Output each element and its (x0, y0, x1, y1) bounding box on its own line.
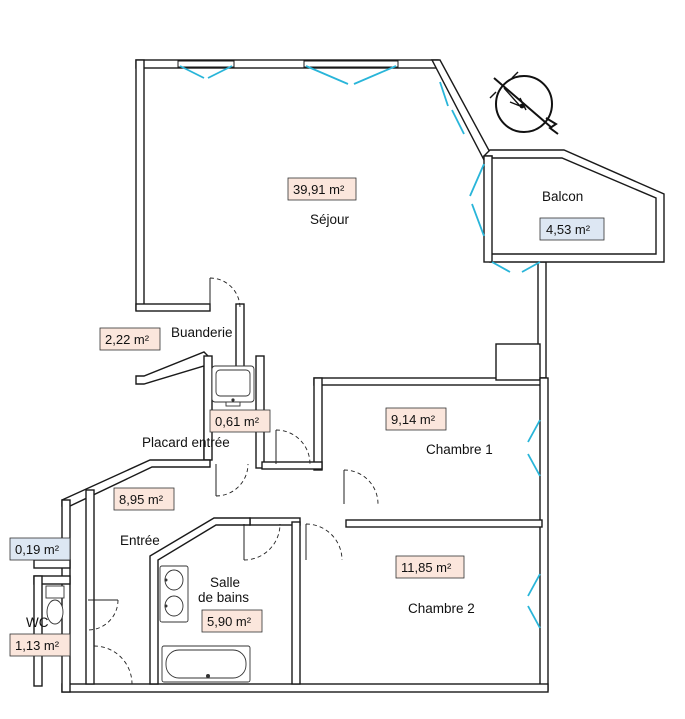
balcony-left-wall (483, 155, 493, 263)
room-name-chambre1: Chambre 1 (426, 442, 493, 457)
wall-sejour-bottom-left (135, 303, 211, 312)
window-chambre1 (527, 419, 541, 477)
wall-corridor-top-right (261, 461, 323, 470)
window-balcony-bottom (491, 261, 541, 273)
room-name-sdb-line2: de bains (198, 590, 249, 605)
room-name-sejour: Séjour (310, 212, 350, 227)
wall-chambre-partition (345, 519, 543, 528)
svg-text:39,91 m²: 39,91 m² (293, 182, 345, 197)
area-box-wc: 1,13 m² (9, 633, 71, 657)
door-entrance (93, 645, 133, 685)
window-chambre2 (527, 573, 541, 629)
svg-text:0,61 m²: 0,61 m² (215, 414, 260, 429)
window-sejour-diagonal (439, 81, 465, 135)
area-box-chambre2: 11,85 m² (395, 555, 465, 579)
double-sink-icon (159, 565, 189, 623)
north-arrow-icon (489, 71, 559, 135)
svg-text:5,90 m²: 5,90 m² (207, 614, 252, 629)
svg-text:11,85 m²: 11,85 m² (401, 560, 452, 575)
wall-right-exterior (539, 377, 549, 691)
room-name-entree: Entrée (120, 533, 160, 548)
door-chambre2 (305, 523, 343, 561)
room-name-wc: WC (26, 615, 49, 630)
doors (87, 277, 379, 685)
window-sejour-balcony (469, 163, 485, 237)
balcony-outline (482, 149, 665, 263)
area-box-placard: 0,61 m² (209, 409, 271, 433)
area-box-chambre1: 9,14 m² (385, 407, 447, 431)
area-labels: 39,91 m² 4,53 m² 2,22 m² 0,61 m² 9,14 m²… (9, 177, 605, 657)
window-sejour-top-2 (303, 60, 399, 85)
toilet-icon (45, 585, 65, 625)
wall-sdb-diagonal (149, 517, 251, 685)
svg-text:9,14 m²: 9,14 m² (391, 412, 436, 427)
area-box-sejour: 39,91 m² (287, 177, 357, 201)
window-sejour-top-1 (177, 60, 235, 79)
wall-wc-left (33, 575, 43, 687)
outer-walls (61, 59, 549, 693)
area-box-balcon: 4,53 m² (539, 217, 605, 241)
wall-sejour-left (135, 59, 145, 311)
door-wc (87, 599, 119, 631)
windows (177, 60, 541, 629)
wall-entree-inner (85, 489, 95, 685)
door-placard (215, 463, 249, 497)
door-buanderie (209, 277, 241, 309)
room-name-balcon: Balcon (542, 189, 583, 204)
bathtub-icon (161, 645, 251, 683)
wall-sejour-diagonal (430, 59, 493, 161)
room-name-buanderie: Buanderie (171, 325, 233, 340)
balcony (482, 149, 665, 263)
svg-text:4,53 m²: 4,53 m² (546, 222, 591, 237)
area-box-entree: 8,95 m² (113, 487, 175, 511)
door-corridor-right (343, 469, 379, 505)
svg-text:1,13 m²: 1,13 m² (15, 638, 60, 653)
door-chambre1 (275, 429, 311, 465)
svg-text:8,95 m²: 8,95 m² (119, 492, 164, 507)
room-name-sdb-line1: Salle (210, 575, 240, 590)
room-name-placard: Placard entrée (142, 435, 230, 450)
door-sdb (243, 523, 281, 561)
svg-text:2,22 m²: 2,22 m² (105, 332, 150, 347)
wall-gaine (33, 559, 71, 569)
area-box-sdb: 5,90 m² (201, 609, 263, 633)
area-box-gaine: 0,19 m² (9, 537, 71, 561)
area-box-buanderie: 2,22 m² (99, 327, 161, 351)
wall-closet (495, 343, 541, 381)
fixtures (45, 365, 255, 683)
room-name-chambre2: Chambre 2 (408, 601, 475, 616)
wall-chambre1-left (313, 377, 323, 471)
sink-icon (211, 365, 255, 407)
wall-sdb-right (291, 521, 301, 685)
wall-bottom-exterior (61, 683, 549, 693)
room-labels: Séjour Balcon Buanderie Placard entrée C… (26, 189, 583, 630)
svg-text:0,19 m²: 0,19 m² (15, 542, 60, 557)
